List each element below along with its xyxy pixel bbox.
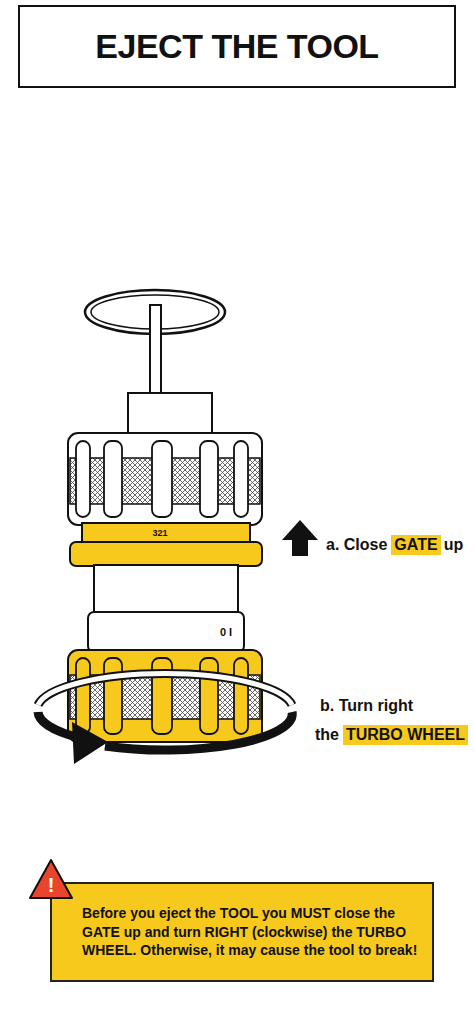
grip-rib	[234, 658, 248, 734]
instruction-text: 0 I	[220, 626, 232, 638]
highlight-box: TURBO WHEEL	[343, 725, 468, 745]
grip-rib	[200, 441, 218, 517]
warning-icon: !	[28, 858, 74, 900]
instruction-text: 321	[152, 528, 167, 538]
instruction-text: the	[315, 726, 339, 744]
grip-rib	[76, 658, 90, 734]
warning-box: Before you eject the TOOL you MUST close…	[50, 882, 434, 982]
title-text: EJECT THE TOOL	[95, 27, 378, 66]
title-box: EJECT THE TOOL	[18, 5, 456, 88]
grip-rib	[234, 441, 248, 517]
highlight-box: GATE	[391, 535, 440, 555]
instruction-text: a. Close	[326, 536, 387, 554]
warning-icon-text: !	[48, 874, 55, 900]
grip-rib	[200, 658, 218, 734]
highlight-box-text: TURBO WHEEL	[346, 726, 465, 743]
grip-rib	[104, 658, 122, 734]
instruction-text: b. Turn right	[320, 697, 413, 715]
grip-rib	[152, 441, 172, 517]
warning-box-text: Before you eject the TOOL you MUST close…	[82, 904, 418, 961]
highlight-box-text: GATE	[394, 536, 437, 553]
instruction-text: up	[444, 536, 464, 554]
grip-rib	[76, 441, 90, 517]
grip-rib	[104, 441, 122, 517]
